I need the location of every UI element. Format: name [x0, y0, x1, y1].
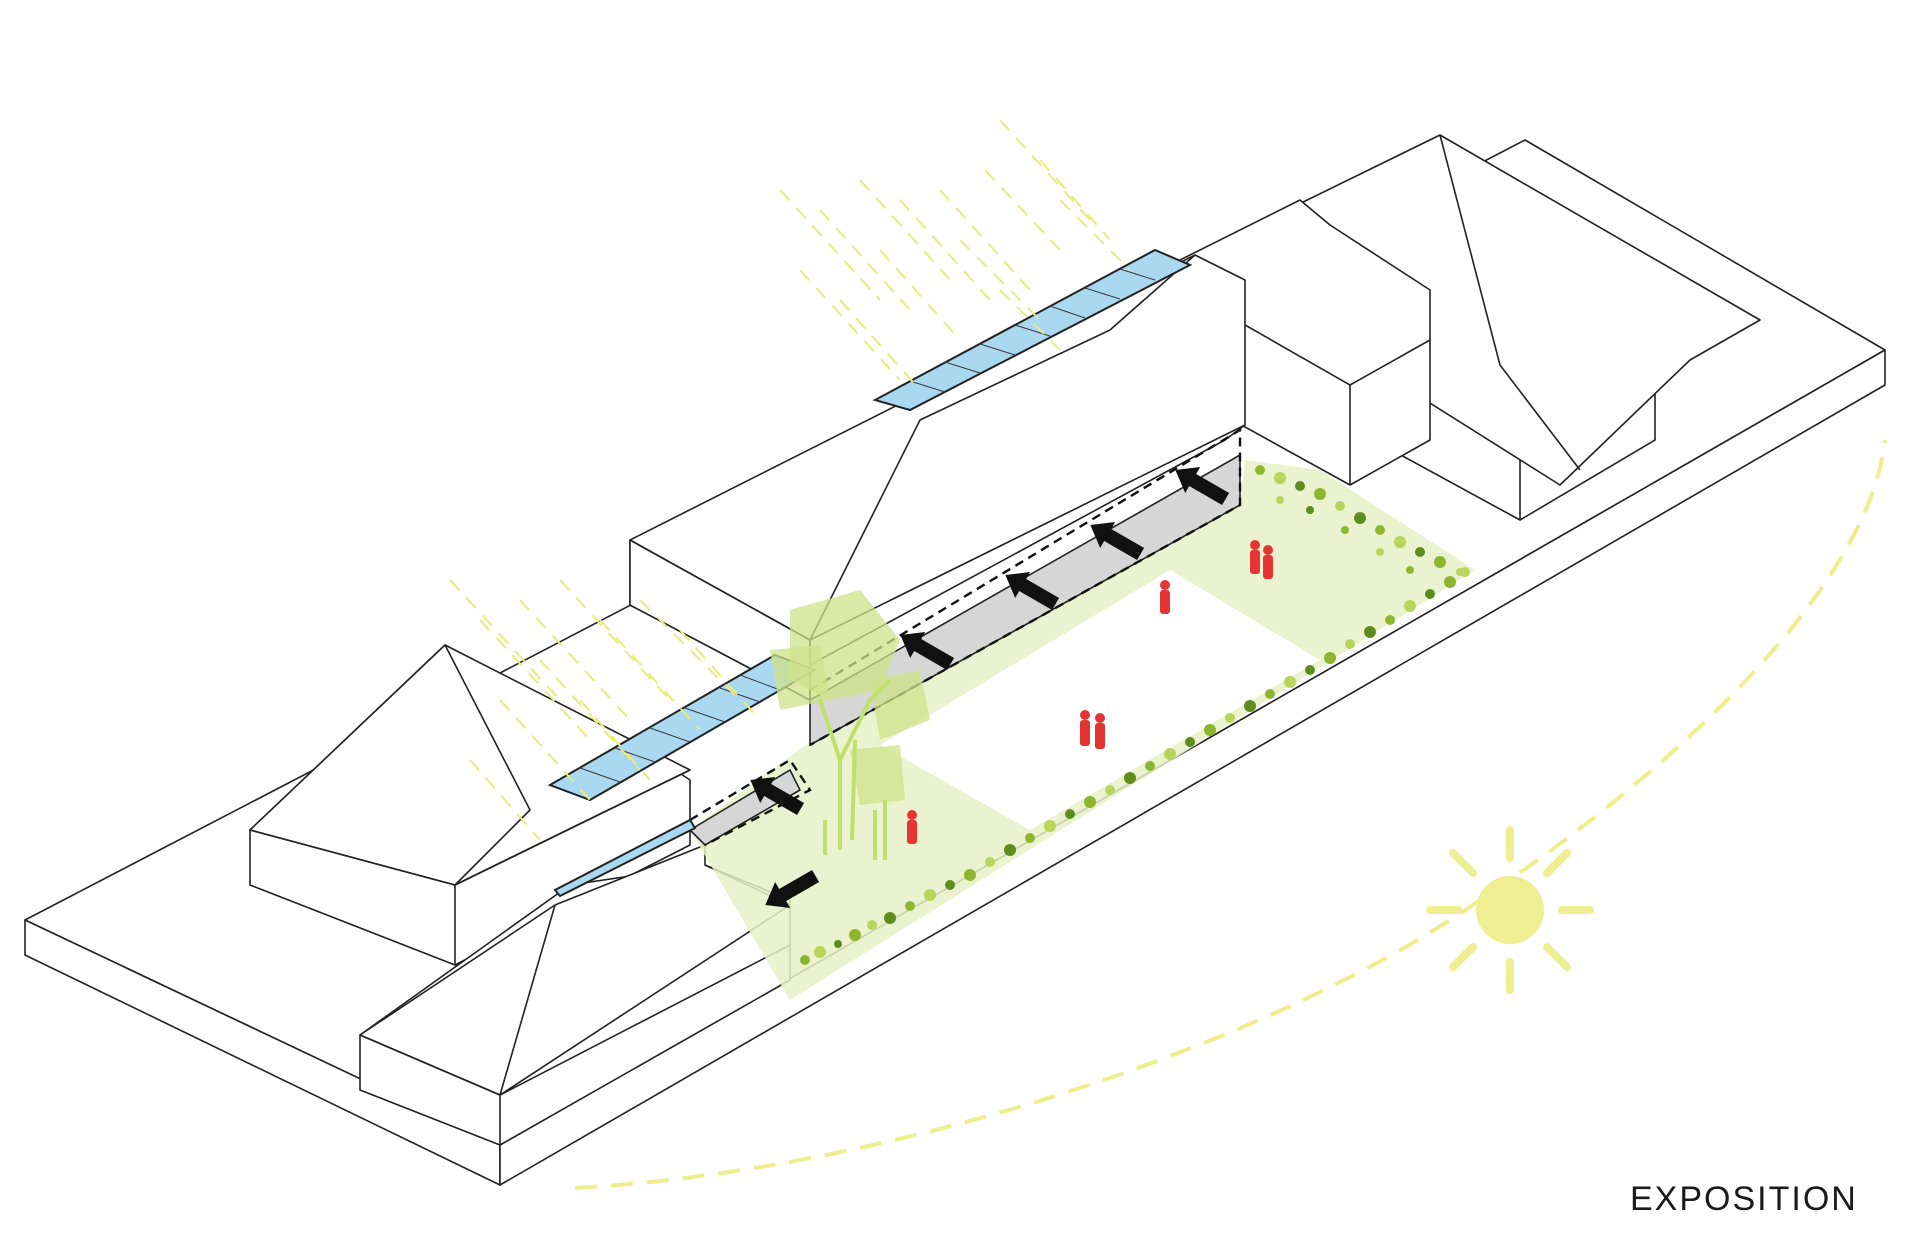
person-icon — [1095, 713, 1105, 749]
ventilation-arrows — [750, 467, 1230, 908]
tree-icon — [770, 590, 930, 860]
ventilation-arrow — [765, 869, 820, 908]
ventilation-arrow — [1175, 467, 1230, 506]
sun-path — [574, 439, 1887, 1190]
skylight-upper — [872, 248, 1193, 412]
ventilation-arrow — [900, 632, 955, 671]
people — [907, 540, 1273, 844]
person-icon — [1250, 540, 1260, 574]
sun-icon — [1426, 826, 1594, 994]
light-rays — [449, 119, 1131, 841]
person-icon — [1080, 710, 1090, 746]
skylight-front-strip — [553, 818, 697, 898]
front-building — [359, 844, 791, 1146]
vegetation-border — [800, 465, 1470, 965]
ventilation-arrow — [750, 777, 805, 816]
person-icon — [907, 810, 917, 844]
ventilation-arrow — [1005, 572, 1060, 611]
diagram-caption: EXPOSITION — [1630, 1180, 1858, 1218]
person-icon — [1160, 580, 1170, 614]
ventilation-arrow — [1090, 522, 1145, 561]
person-icon — [1263, 545, 1273, 579]
